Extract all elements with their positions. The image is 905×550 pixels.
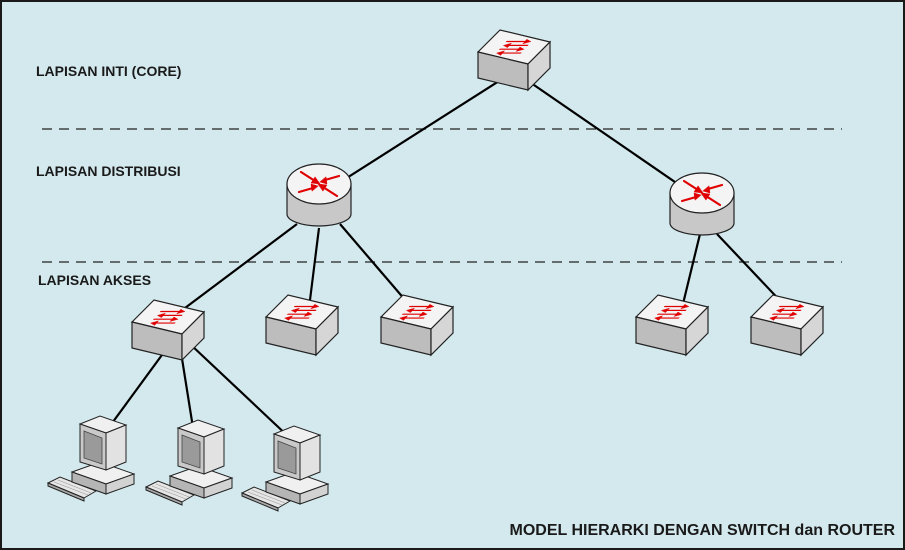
pc-icon-1 <box>47 415 135 502</box>
access-layer-label: LAPISAN AKSES <box>38 272 152 288</box>
core-switch-icon <box>478 30 550 90</box>
router-icon-left <box>285 162 353 228</box>
access-switch-icon-3 <box>381 295 453 355</box>
link-access-1-pc-3 <box>189 343 293 441</box>
link-core-router-right <box>517 73 705 203</box>
pc-icon-3 <box>241 425 329 512</box>
link-access-1-pc-2 <box>178 345 196 435</box>
link-router-left-access-1 <box>176 223 298 315</box>
pc-icon-2 <box>145 419 233 506</box>
access-switch-icon-1 <box>132 300 204 360</box>
links <box>106 73 788 441</box>
access-switch-icon-5 <box>751 295 823 355</box>
access-switch-icon-2 <box>266 295 338 355</box>
link-router-right-access-4 <box>680 233 702 309</box>
link-core-router-left <box>319 73 511 196</box>
access-switch-icon-4 <box>636 295 708 355</box>
diagram-caption: MODEL HIERARKI DENGAN SWITCH dan ROUTER <box>509 522 895 539</box>
core-layer-label: LAPISAN INTI (CORE) <box>36 63 182 79</box>
link-router-left-access-2 <box>307 227 321 309</box>
link-router-left-access-3 <box>339 223 413 309</box>
link-access-1-pc-1 <box>106 343 171 431</box>
router-icon-right <box>668 171 736 237</box>
distribution-layer-label: LAPISAN DISTRIBUSI <box>36 163 181 179</box>
